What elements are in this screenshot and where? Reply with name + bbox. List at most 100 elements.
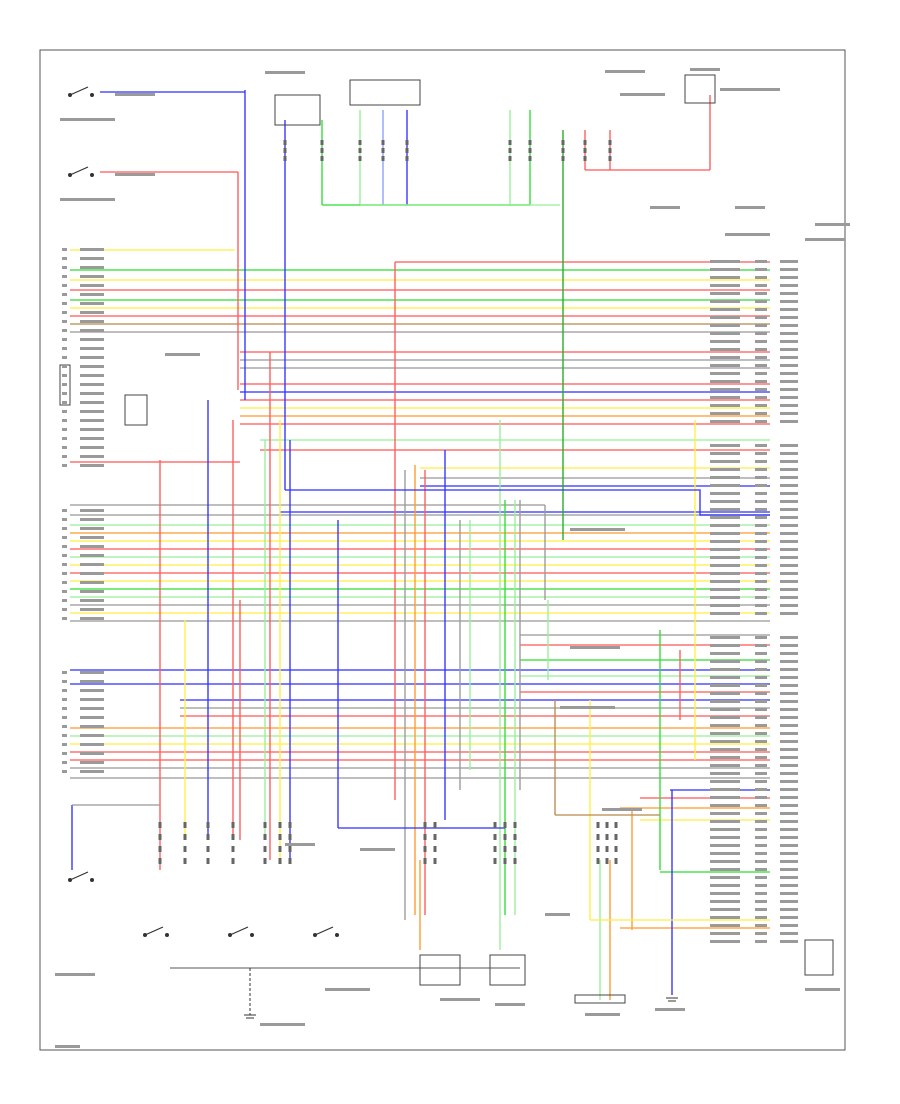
label-mark: [780, 460, 798, 463]
label-mark: [710, 508, 740, 511]
label-mark: [710, 372, 740, 375]
pin-mark: [278, 822, 282, 828]
label-mark: [55, 973, 95, 976]
label-mark: [780, 932, 798, 935]
label-mark: [620, 93, 665, 96]
label-mark: [755, 532, 767, 535]
label-mark: [780, 508, 798, 511]
label-mark: [80, 419, 104, 422]
pin-mark: [263, 834, 267, 840]
label-mark: [710, 612, 740, 615]
label-mark: [80, 257, 104, 260]
label-mark: [780, 388, 798, 391]
label-mark: [755, 860, 767, 863]
label-mark: [570, 528, 625, 531]
label-mark: [755, 588, 767, 591]
label-mark: [755, 540, 767, 543]
label-mark: [80, 428, 104, 431]
label-mark: [755, 564, 767, 567]
pin-mark: [183, 858, 187, 864]
label-mark: [780, 812, 798, 815]
label-mark: [710, 516, 740, 519]
label-mark: [755, 940, 767, 943]
label-mark: [780, 372, 798, 375]
label-mark: [62, 752, 67, 755]
label-mark: [755, 524, 767, 527]
label-mark: [62, 383, 67, 386]
label-mark: [755, 700, 767, 703]
label-mark: [710, 460, 740, 463]
label-mark: [755, 324, 767, 327]
label-mark: [780, 540, 798, 543]
label-mark: [80, 464, 104, 467]
label-mark: [780, 820, 798, 823]
label-mark: [62, 329, 67, 332]
label-mark: [80, 311, 104, 314]
switch-symbol: [144, 926, 164, 936]
label-mark: [710, 268, 740, 271]
label-mark: [755, 876, 767, 879]
label-mark: [780, 692, 798, 695]
label-mark: [80, 374, 104, 377]
label-mark: [780, 284, 798, 287]
label-mark: [805, 238, 845, 241]
label-mark: [710, 540, 740, 543]
label-mark: [80, 401, 104, 404]
label-mark: [780, 716, 798, 719]
label-mark: [755, 748, 767, 751]
switch-symbol: [314, 926, 334, 936]
label-mark: [80, 455, 104, 458]
pin-mark: [605, 858, 609, 864]
label-mark: [710, 292, 740, 295]
label-mark: [80, 734, 104, 737]
label-mark: [80, 392, 104, 395]
label-mark: [755, 268, 767, 271]
label-mark: [710, 548, 740, 551]
pin-mark: [206, 846, 210, 852]
label-mark: [710, 316, 740, 319]
label-mark: [710, 644, 740, 647]
label-mark: [710, 564, 740, 567]
label-mark: [780, 884, 798, 887]
pin-mark: [183, 822, 187, 828]
pin-mark: [278, 846, 282, 852]
label-mark: [570, 646, 620, 649]
switch-symbol: [69, 86, 89, 96]
label-mark: [710, 260, 740, 263]
label-mark: [710, 420, 740, 423]
pin-mark: [381, 156, 385, 161]
label-mark: [80, 554, 104, 557]
label-mark: [60, 198, 115, 201]
label-mark: [780, 580, 798, 583]
label-mark: [755, 412, 767, 415]
label-mark: [780, 940, 798, 943]
pin-mark: [608, 140, 612, 145]
label-mark: [780, 740, 798, 743]
label-mark: [780, 772, 798, 775]
label-mark: [80, 752, 104, 755]
label-mark: [80, 248, 104, 251]
components-layer: [59, 74, 834, 1019]
label-mark: [80, 545, 104, 548]
label-mark: [755, 932, 767, 935]
label-mark: [755, 708, 767, 711]
pin-mark: [320, 140, 324, 145]
label-mark: [80, 320, 104, 323]
pin-mark: [513, 846, 517, 852]
pin-mark: [183, 846, 187, 852]
label-mark: [780, 852, 798, 855]
label-mark: [720, 88, 780, 91]
label-mark: [710, 852, 740, 855]
label-mark: [780, 596, 798, 599]
label-mark: [80, 671, 104, 674]
connector-block-top: [349, 79, 421, 106]
label-mark: [755, 332, 767, 335]
switch-terminal: [335, 933, 339, 937]
label-mark: [710, 932, 740, 935]
label-mark: [710, 916, 740, 919]
label-mark: [710, 828, 740, 831]
label-mark: [80, 563, 104, 566]
pin-mark: [183, 834, 187, 840]
label-mark: [755, 924, 767, 927]
switch-symbol: [69, 166, 89, 176]
